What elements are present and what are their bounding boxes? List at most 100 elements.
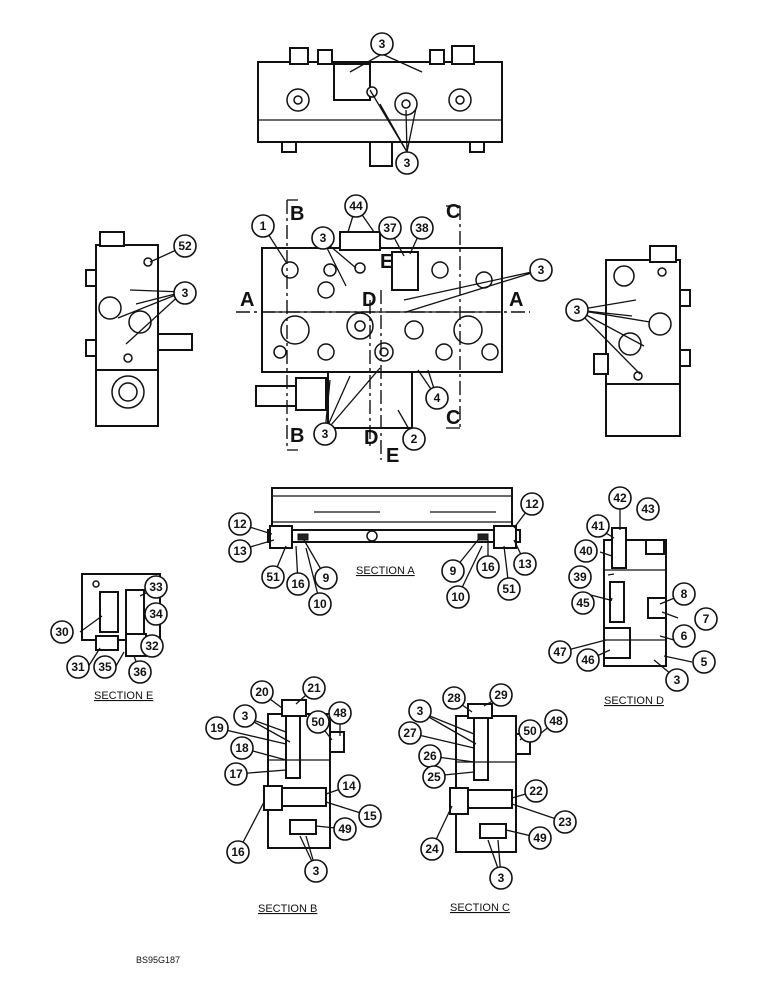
left-side-view [85, 231, 193, 427]
callout-top-3a: 3 [370, 32, 394, 56]
callout-sb-48: 48 [328, 701, 352, 725]
svg-text:17: 17 [229, 767, 243, 781]
callout-sb-19: 19 [205, 716, 229, 740]
svg-text:3: 3 [322, 427, 329, 441]
callout-sa-51r: 51 [497, 577, 521, 601]
svg-text:46: 46 [581, 653, 595, 667]
callout-sc-48: 48 [544, 709, 568, 733]
cut-letter-e-top: E [380, 251, 393, 273]
top-view [257, 45, 503, 167]
svg-text:13: 13 [233, 544, 247, 558]
callout-sa-10r: 10 [446, 585, 470, 609]
callout-main-38: 38 [410, 216, 434, 240]
callout-main-3b: 3 [529, 258, 553, 282]
callout-se-36: 36 [128, 660, 152, 684]
svg-text:3: 3 [538, 263, 545, 277]
cut-letter-a-left: A [240, 289, 254, 311]
cut-letter-d-bottom: D [364, 427, 378, 449]
callout-balloons: 3 3 1 44 37 38 3 3 3 4 2 52 3 3 12 13 51… [50, 32, 718, 890]
svg-text:47: 47 [553, 645, 567, 659]
callout-sc-27: 27 [398, 721, 422, 745]
section-b-view [263, 699, 345, 849]
callout-se-33: 33 [144, 575, 168, 599]
callout-sc-23: 23 [553, 810, 577, 834]
svg-text:14: 14 [342, 779, 356, 793]
svg-text:12: 12 [525, 497, 539, 511]
svg-text:16: 16 [231, 845, 245, 859]
figure-code: BS95G187 [136, 955, 180, 965]
svg-text:10: 10 [313, 597, 327, 611]
svg-text:3: 3 [417, 704, 424, 718]
callout-sd-47: 47 [548, 640, 572, 664]
svg-text:40: 40 [579, 544, 593, 558]
callout-sb-3b: 3 [304, 859, 328, 883]
callout-sd-39: 39 [568, 565, 592, 589]
svg-text:43: 43 [641, 502, 655, 516]
callout-sa-13l: 13 [228, 539, 252, 563]
callout-main-44: 44 [344, 194, 368, 218]
callout-sd-45: 45 [571, 591, 595, 615]
svg-text:3: 3 [242, 709, 249, 723]
callout-sd-3: 3 [665, 668, 689, 692]
svg-text:27: 27 [403, 726, 417, 740]
section-b-caption: SECTION B [258, 903, 317, 915]
callout-sd-46: 46 [576, 648, 600, 672]
svg-text:42: 42 [613, 491, 627, 505]
callout-sd-42: 42 [608, 486, 632, 510]
callout-main-4: 4 [425, 386, 449, 410]
callout-sc-24: 24 [420, 837, 444, 861]
svg-text:3: 3 [320, 231, 327, 245]
right-side-view [593, 245, 691, 437]
svg-text:3: 3 [574, 303, 581, 317]
svg-text:16: 16 [481, 560, 495, 574]
svg-text:30: 30 [55, 625, 69, 639]
svg-text:6: 6 [681, 629, 688, 643]
callout-sa-9r: 9 [441, 559, 465, 583]
callout-se-31: 31 [66, 655, 90, 679]
svg-text:20: 20 [255, 685, 269, 699]
section-e-caption: SECTION E [94, 690, 153, 702]
callout-sb-14: 14 [337, 774, 361, 798]
callout-main-3a: 3 [311, 226, 335, 250]
callout-sb-16: 16 [226, 840, 250, 864]
callout-left-3: 3 [173, 281, 197, 305]
cut-letter-e-bottom: E [386, 445, 399, 467]
svg-text:13: 13 [518, 557, 532, 571]
callout-sd-41: 41 [586, 514, 610, 538]
svg-text:28: 28 [447, 691, 461, 705]
callout-sa-10l: 10 [308, 592, 332, 616]
svg-text:3: 3 [379, 37, 386, 51]
cut-letter-d-top: D [362, 289, 376, 311]
callout-sa-12r: 12 [520, 492, 544, 516]
section-a-caption: SECTION A [356, 565, 415, 577]
callout-sb-21: 21 [302, 676, 326, 700]
svg-text:32: 32 [145, 639, 159, 653]
section-a-view [267, 487, 521, 549]
svg-text:44: 44 [349, 199, 363, 213]
svg-text:18: 18 [235, 741, 249, 755]
callout-sc-28: 28 [442, 686, 466, 710]
svg-text:24: 24 [425, 842, 439, 856]
svg-text:21: 21 [307, 681, 321, 695]
callout-sa-16r: 16 [476, 555, 500, 579]
cut-letter-c-top: C [446, 201, 460, 223]
svg-text:39: 39 [573, 570, 587, 584]
callout-sa-9l: 9 [314, 566, 338, 590]
svg-text:19: 19 [210, 721, 224, 735]
callout-sb-50: 50 [306, 710, 330, 734]
callout-sb-15: 15 [358, 804, 382, 828]
cut-letter-a-right: A [509, 289, 523, 311]
front-view [255, 231, 503, 429]
callout-se-32: 32 [140, 634, 164, 658]
section-d-caption: SECTION D [604, 695, 664, 707]
callout-main-2: 2 [402, 427, 426, 451]
section-c-view [449, 703, 531, 853]
svg-text:25: 25 [427, 770, 441, 784]
svg-text:51: 51 [266, 570, 280, 584]
cut-letter-c-bottom: C [446, 407, 460, 429]
callout-sc-3a: 3 [408, 699, 432, 723]
svg-text:12: 12 [233, 517, 247, 531]
callout-sd-6: 6 [672, 624, 696, 648]
cut-letter-b-bottom: B [290, 425, 304, 447]
svg-text:3: 3 [313, 864, 320, 878]
